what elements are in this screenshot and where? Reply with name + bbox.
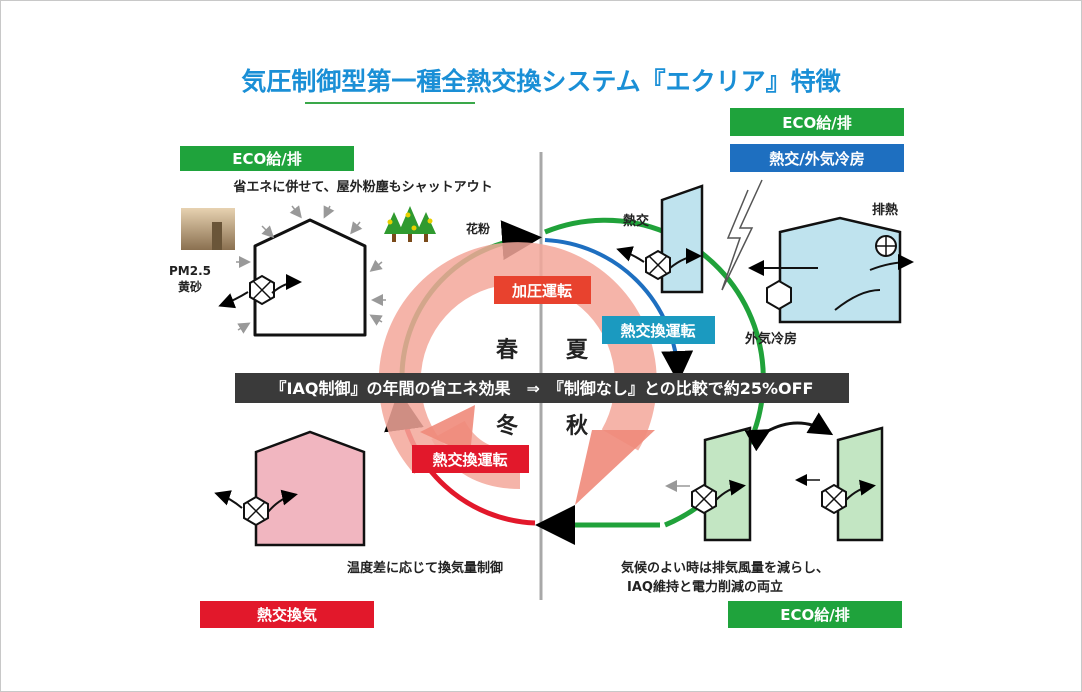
netsuko-cooling-label	[730, 144, 904, 172]
eco-label-top-left	[180, 146, 354, 171]
supply-arrow	[267, 489, 298, 513]
heat-exchange-ventilation-label-text: 熱交換気	[257, 606, 317, 624]
season-autumn: 秋	[566, 414, 589, 439]
pollen-label: 花粉	[466, 221, 490, 236]
season-spring: 春	[496, 338, 518, 363]
pollen-trees-icon	[384, 206, 436, 242]
ring-arrowhead-right	[575, 430, 655, 505]
pressurized-op-box	[494, 276, 591, 304]
eco-label-bottom-right-text: ECO給/排	[780, 606, 850, 624]
heat-exchanger-icon	[645, 249, 671, 281]
diagram-title: 気圧制御型第一種全熱交換システム『エクリア』特徴	[241, 67, 841, 96]
heat-exchange-op-summer-box	[602, 316, 715, 344]
heat-exchanger-icon	[766, 279, 792, 311]
exhaust-heat-label: 排熱	[872, 202, 898, 218]
weather-caption-line1: 気候のよい時は排気風量を減らし、	[621, 560, 829, 576]
exhaust-arrow	[616, 246, 645, 263]
netsuko-label: 熱交	[623, 213, 649, 229]
temp-diff-caption: 温度差に応じて換気量制御	[347, 560, 503, 576]
season-summer: 夏	[566, 338, 589, 363]
eco-label-top-right	[730, 108, 904, 136]
exhaust-arrow	[214, 490, 243, 509]
exhaust-arrow	[218, 291, 249, 309]
heat-exchanger-icon	[821, 483, 847, 515]
lightning-divider-icon	[721, 179, 763, 291]
heat-exchanger-icon	[249, 274, 275, 306]
house-summer-exchange	[660, 184, 704, 294]
exhaust-heat-arrow	[869, 254, 914, 271]
shutout-caption: 省エネに併せて、屋外粉塵もシャットアウト	[232, 179, 492, 195]
heat-exchanger-icon	[691, 483, 717, 515]
heat-exchange-op-summer-label: 熱交換運転	[620, 322, 695, 340]
exhaust-fan-icon	[875, 235, 897, 257]
netsuko-cooling-label-text: 熱交/外気冷房	[769, 150, 864, 168]
house-autumn-right	[836, 426, 884, 542]
house-winter	[254, 430, 366, 547]
eco-label-bottom-right	[728, 601, 902, 628]
heat-exchange-op-winter-box	[412, 445, 529, 473]
eco-label-top-left-text: ECO給/排	[232, 150, 302, 168]
cycle-arc-summer-blue	[544, 238, 694, 383]
supply-arrow	[834, 289, 881, 311]
pm25-photo	[181, 208, 235, 250]
supply-arrow	[715, 479, 746, 501]
switch-mode-arrow	[744, 412, 834, 452]
house-autumn-left	[703, 426, 752, 542]
supply-arrow	[271, 274, 302, 294]
supply-arrow	[669, 248, 702, 269]
ring-arrowhead-left	[420, 405, 475, 455]
pressurized-op-label: 加圧運転	[511, 282, 572, 300]
heat-exchanger-icon	[243, 495, 269, 527]
heat-exchange-ventilation-label	[200, 601, 374, 628]
season-winter: 冬	[496, 413, 518, 439]
yellow-sand-label: 黄砂	[178, 279, 202, 294]
heat-exchange-op-winter-label: 熱交換運転	[432, 451, 507, 469]
pm25-photo-building	[212, 222, 222, 250]
eco-label-top-right-text: ECO給/排	[782, 114, 852, 132]
supply-arrow	[845, 479, 876, 501]
savings-banner-text: 『IAQ制御』の年間の省エネ効果 ⇒ 『制御なし』との比較で約25%OFF	[271, 379, 814, 398]
savings-banner	[235, 373, 849, 403]
blocked-dust-arrows	[236, 205, 386, 334]
outside-cooling-label: 外気冷房	[744, 331, 797, 347]
weather-caption-line2: IAQ維持と電力削減の両立	[627, 579, 783, 595]
house-spring	[253, 218, 367, 337]
pm25-label: PM2.5	[169, 264, 211, 278]
